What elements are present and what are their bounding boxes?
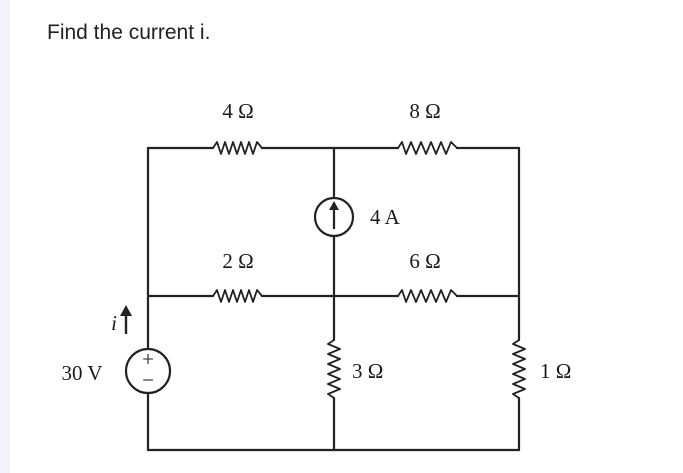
current-label-i: i [111, 311, 117, 335]
resistor-1ohm-symbol [512, 339, 526, 399]
circuit-wires [146, 146, 521, 452]
minus-sign: − [142, 368, 154, 392]
resistor-4ohm-label: 4 Ω [222, 99, 253, 123]
resistor-2ohm-symbol [212, 289, 263, 303]
question-text: Find the current i. [47, 21, 211, 44]
plus-sign: + [142, 347, 154, 371]
resistor-1ohm-label: 1 Ω [540, 359, 571, 383]
voltage-source-label: 30 V [61, 361, 102, 385]
resistor-3ohm-label: 3 Ω [352, 359, 383, 383]
current-i-indicator: i [111, 305, 132, 335]
voltage-source-30v: + − [124, 347, 172, 395]
resistor-6ohm-label: 6 Ω [409, 249, 440, 273]
resistor-3ohm-symbol [327, 339, 341, 399]
resistor-6ohm-symbol [397, 289, 458, 303]
resistor-2ohm-label: 2 Ω [222, 249, 253, 273]
current-source-4a [313, 196, 355, 238]
resistor-4ohm-symbol [212, 141, 263, 155]
current-source-label: 4 A [370, 205, 401, 229]
content-card [10, 0, 683, 473]
arrow-head-icon [329, 201, 339, 210]
resistor-8ohm-symbol [397, 141, 458, 155]
resistor-8ohm-label: 8 Ω [409, 99, 440, 123]
